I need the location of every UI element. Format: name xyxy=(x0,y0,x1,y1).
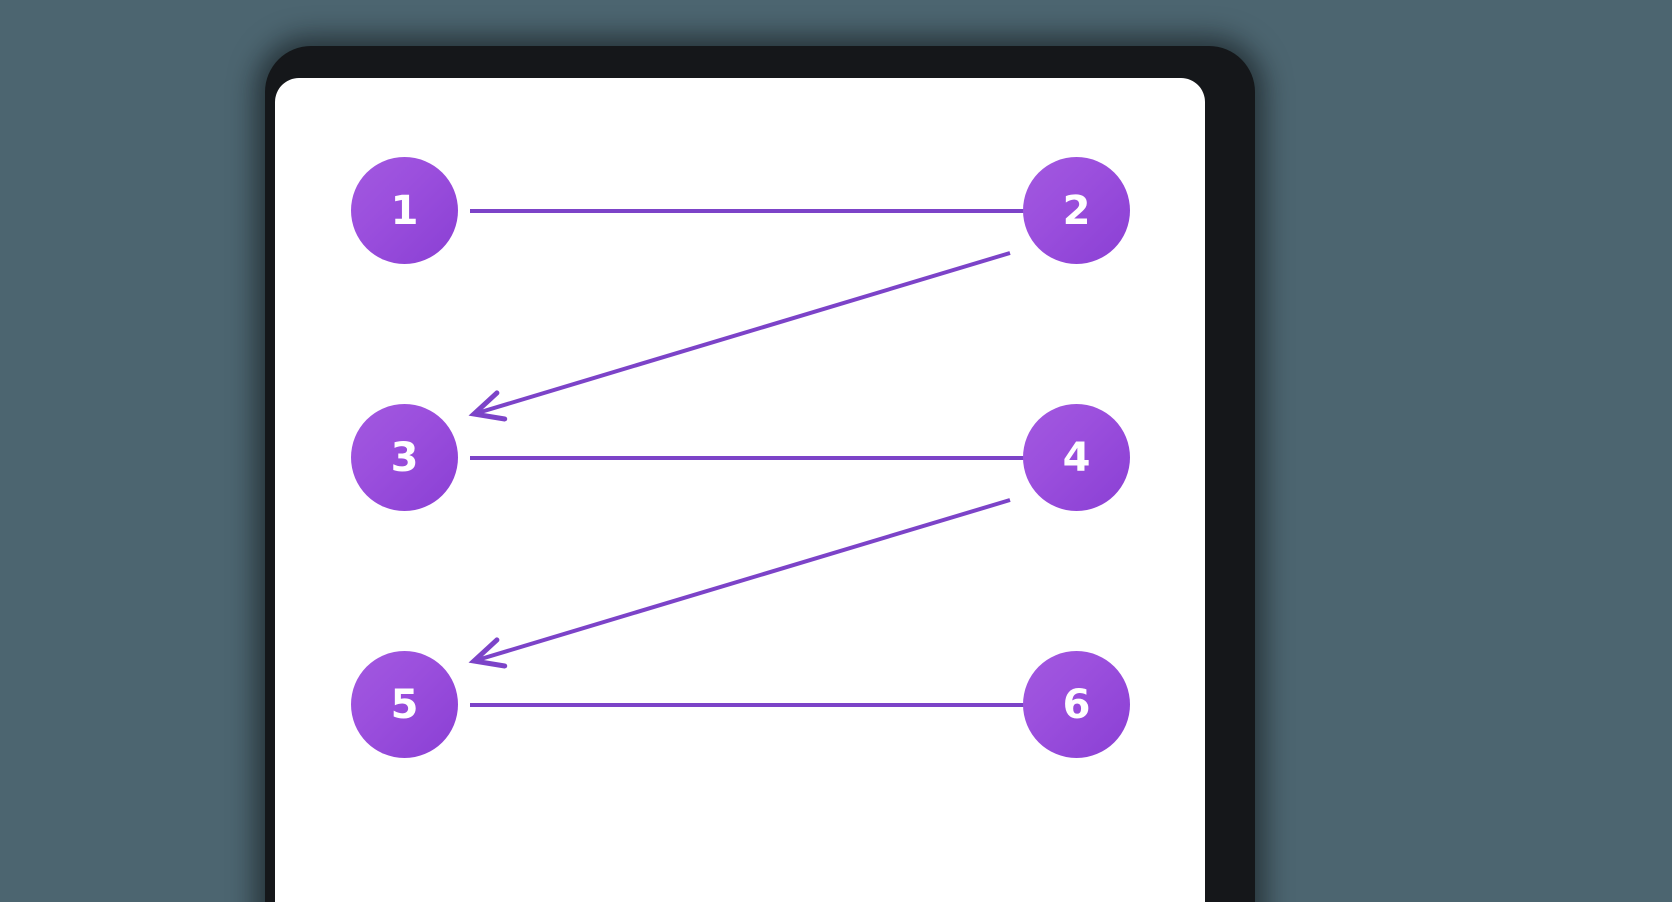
graph-node-6[interactable]: 6 xyxy=(1023,651,1130,758)
graph-node-6-label: 6 xyxy=(1062,681,1091,728)
edge-2-to-3 xyxy=(474,251,1011,414)
graph-diagram: 1 2 3 4 5 6 xyxy=(275,78,1205,902)
graph-node-5-label: 5 xyxy=(390,681,419,728)
graph-node-3[interactable]: 3 xyxy=(351,404,458,511)
graph-node-2-label: 2 xyxy=(1062,187,1091,234)
edge-4-to-5 xyxy=(474,498,1011,661)
graph-node-4[interactable]: 4 xyxy=(1023,404,1130,511)
graph-node-1[interactable]: 1 xyxy=(351,157,458,264)
device-screen: 1 2 3 4 5 6 xyxy=(275,78,1205,902)
graph-node-5[interactable]: 5 xyxy=(351,651,458,758)
graph-node-3-label: 3 xyxy=(390,434,419,481)
graph-node-1-label: 1 xyxy=(390,187,419,234)
graph-node-2[interactable]: 2 xyxy=(1023,157,1130,264)
graph-node-4-label: 4 xyxy=(1062,434,1091,481)
